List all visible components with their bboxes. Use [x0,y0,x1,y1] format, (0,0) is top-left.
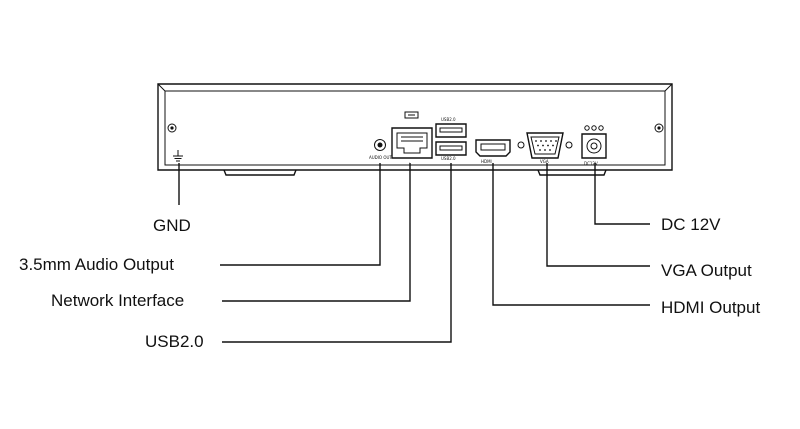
right-foot [537,169,607,176]
hdmi-leader [492,163,650,306]
left-foot [223,169,297,176]
hdmi-output-label: HDMI Output [661,298,760,317]
network-interface-label: Network Interface [51,291,184,310]
vga-port: VGA [517,132,573,164]
audio-output-label: 3.5mm Audio Output [19,255,174,274]
usb-ports: USB2.0 USB2.0 [435,117,467,161]
usb-top-mark: USB2.0 [441,117,456,122]
nvr-rear-panel [157,83,673,176]
usb-leader [222,163,452,343]
usb-label: USB2.0 [145,332,204,351]
ground-icon [173,150,183,162]
gnd-label: GND [153,216,191,235]
audio-jack: AUDIO OUT [369,139,392,160]
vga-leader [546,163,650,267]
audio-out-mark: AUDIO OUT [369,155,392,160]
network-leader [222,163,411,302]
leader-lines [178,163,650,343]
audio-leader [220,163,381,266]
dc-12v-label: DC 12V [661,215,721,234]
right-screw-hole [654,123,664,133]
dc-mark: DC12V [584,161,598,166]
rj45-port: ⊥ [391,111,433,166]
dc-power-jack: DC12V [581,125,607,166]
vga-output-label: VGA Output [661,261,752,280]
left-screw-hole [167,123,177,133]
hdmi-port: HDMI [475,139,511,164]
usb-bottom-mark: USB2.0 [441,156,456,161]
vga-mark: VGA [540,159,549,164]
hdmi-mark: HDMI [481,159,492,164]
dc-leader [594,163,650,225]
